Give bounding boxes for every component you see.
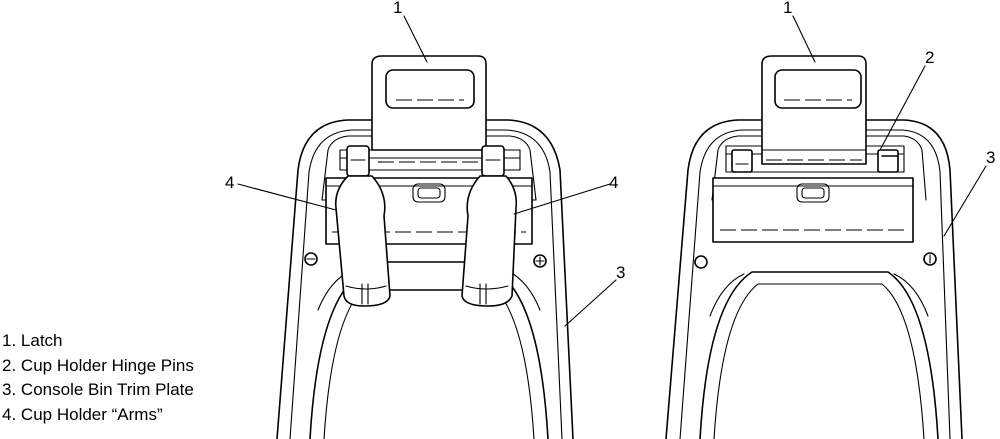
callout-arm-left-2: 4	[609, 173, 618, 192]
left-latch	[339, 55, 521, 171]
legend-item-hinge-pins: 2. Cup Holder Hinge Pins	[2, 354, 194, 379]
legend-label: Latch	[20, 331, 63, 350]
left-trim-screw-minus	[304, 252, 318, 266]
legend-number: 3.	[2, 380, 17, 399]
callout-trim-right: 3	[986, 148, 995, 167]
legend-item-trim-plate: 3. Console Bin Trim Plate	[2, 378, 194, 403]
right-latch	[761, 55, 867, 165]
right-trim-plate	[665, 119, 963, 439]
left-cup-holder-arm-right	[461, 145, 518, 307]
callout-latch-left: 1	[393, 0, 402, 17]
parts-legend: 1. Latch 2. Cup Holder Hinge Pins 3. Con…	[2, 329, 194, 427]
legend-item-arms: 4. Cup Holder “Arms”	[2, 403, 194, 428]
legend-label: Console Bin Trim Plate	[20, 380, 194, 399]
legend-label: Cup Holder Hinge Pins	[20, 355, 194, 375]
callout-hinge-pins: 2	[925, 48, 934, 67]
legend-item-latch: 1. Latch	[2, 329, 194, 354]
callout-arm-left-1: 4	[225, 173, 234, 192]
legend-number: 4.	[2, 404, 17, 424]
left-trim-screw-plus	[533, 254, 547, 268]
legend-number: 2.	[2, 355, 17, 375]
callout-trim-left: 3	[616, 263, 625, 282]
legend-number: 1.	[2, 331, 17, 350]
right-bin-panel	[712, 177, 914, 243]
right-trim-screw-right	[923, 252, 937, 266]
callout-latch-right: 1	[783, 0, 792, 17]
left-cup-holder-arm-left	[334, 145, 391, 307]
legend-label: Cup Holder “Arms”	[20, 404, 163, 424]
right-trim-screw-left	[694, 255, 708, 269]
right-console-assembly	[665, 15, 987, 439]
left-console-assembly	[237, 15, 617, 439]
